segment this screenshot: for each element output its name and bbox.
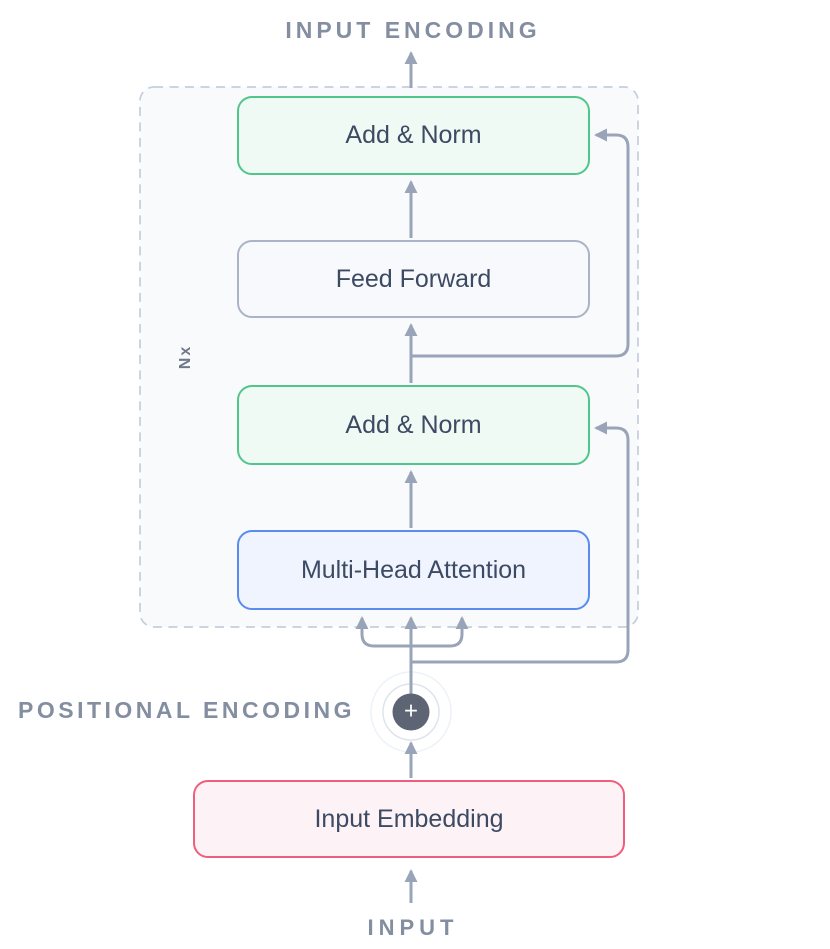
nx-repeat-label: Nx — [177, 344, 194, 370]
positional-encoding-label: POSITIONAL ENCODING — [18, 697, 355, 723]
input-encoding-label: INPUT ENCODING — [285, 17, 541, 43]
input-label: INPUT — [367, 915, 459, 940]
add-norm-bottom-label: Add & Norm — [345, 410, 482, 439]
input-embedding-label: Input Embedding — [314, 804, 504, 833]
multi-head-attention-block: Multi-Head Attention — [237, 530, 590, 610]
feed-forward-label: Feed Forward — [335, 264, 492, 293]
plus-icon: + — [403, 697, 418, 724]
multi-head-attention-label: Multi-Head Attention — [300, 555, 527, 584]
add-norm-top-label: Add & Norm — [345, 121, 482, 149]
input-embedding-block: Input Embedding — [193, 780, 625, 858]
positional-sum-node: + — [392, 693, 430, 731]
attention-input-left-arrow — [355, 616, 411, 648]
add-norm-bottom-block: Add & Norm — [237, 385, 590, 465]
attention-input-right-arrow — [411, 616, 469, 648]
residual-feed-forward-path — [411, 128, 630, 358]
add-norm-top-block: Add & Norm — [237, 96, 590, 175]
encoder-stack-container — [139, 86, 639, 628]
feed-forward-block: Feed Forward — [237, 240, 590, 318]
residual-attention-path — [411, 421, 630, 664]
